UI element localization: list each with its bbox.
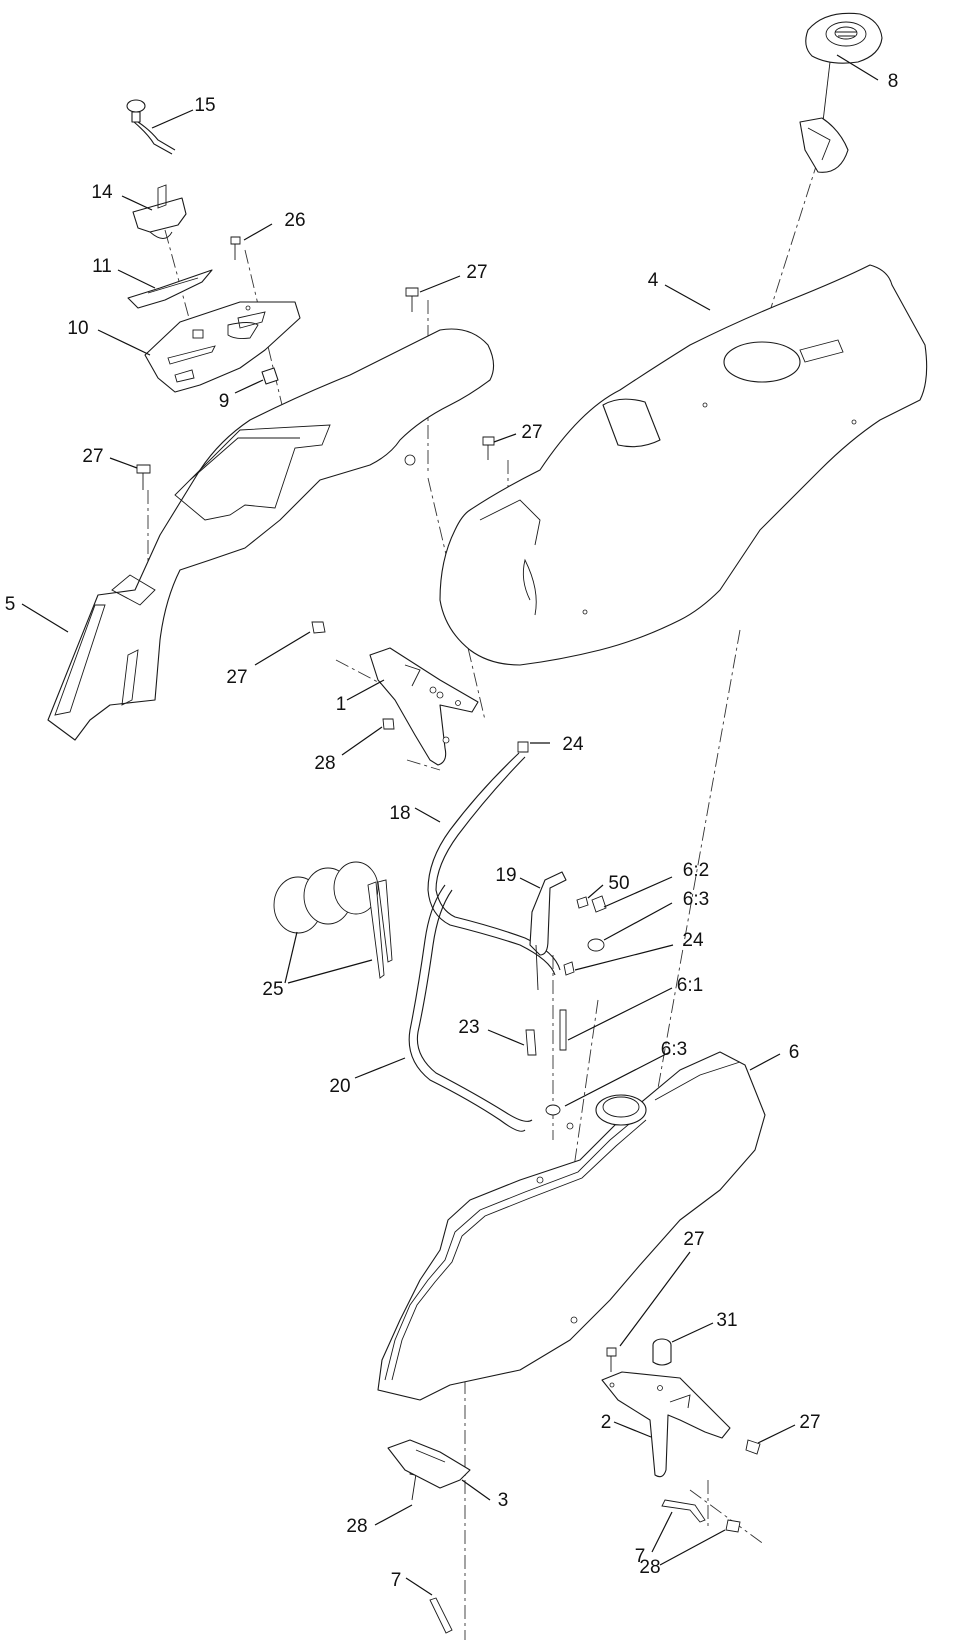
fuel-hoses <box>408 741 561 1132</box>
callout-27-bracket: 27 <box>226 667 247 688</box>
callout-27-right: 27 <box>799 1412 820 1433</box>
callout-labels: 8 15 14 26 11 27 4 10 9 27 27 5 27 1 28 … <box>5 71 899 1591</box>
leader-lines <box>21 54 879 1596</box>
callout-19: 19 <box>495 865 516 886</box>
spring-clips-7 <box>429 1499 706 1634</box>
control-plate-assembly <box>126 99 301 393</box>
callout-6: 6 <box>789 1042 800 1063</box>
screws-27 <box>136 287 761 1533</box>
lower-fuel-tank <box>377 1051 766 1401</box>
callout-25: 25 <box>262 979 283 1000</box>
callout-1: 1 <box>336 694 347 715</box>
callout-27-mid: 27 <box>521 422 542 443</box>
callout-5: 5 <box>5 594 16 615</box>
callout-6-3-upper: 6:3 <box>683 889 709 910</box>
callout-2: 2 <box>601 1412 612 1433</box>
callout-31: 31 <box>716 1310 737 1331</box>
callout-10: 10 <box>67 318 88 339</box>
callout-24-lower: 24 <box>682 930 704 951</box>
center-line-tank-to-lower-tank <box>654 629 741 1106</box>
center-line-cap-tank <box>747 159 819 381</box>
upper-tank-shell <box>439 264 928 666</box>
callout-6-2: 6:2 <box>683 860 709 881</box>
callout-28-lower-left: 28 <box>346 1516 367 1537</box>
callout-28-lower-right: 28 <box>639 1557 660 1578</box>
lower-bracket-2 <box>601 1338 731 1478</box>
callout-6-1: 6:1 <box>677 975 703 996</box>
fender-panel <box>47 328 495 741</box>
callout-23: 23 <box>458 1017 479 1038</box>
center-line-screw-28-lower <box>689 1489 766 1546</box>
callout-15: 15 <box>194 95 215 116</box>
callout-14: 14 <box>91 182 113 203</box>
fittings-group <box>525 871 607 1116</box>
callout-7-right: 7 <box>635 1546 646 1567</box>
callout-4: 4 <box>648 270 659 291</box>
clamps-and-ties <box>273 861 393 979</box>
callout-11: 11 <box>92 256 112 277</box>
callout-26: 26 <box>284 210 305 231</box>
callout-18: 18 <box>389 803 410 824</box>
callout-24-upper: 24 <box>562 734 584 755</box>
callout-9: 9 <box>219 391 230 412</box>
clip-9 <box>261 367 279 385</box>
callout-50: 50 <box>608 873 629 894</box>
callout-20: 20 <box>329 1076 350 1097</box>
callout-3: 3 <box>498 1490 509 1511</box>
lower-bracket-3 <box>387 1439 471 1489</box>
callout-6-3-lower: 6:3 <box>661 1039 687 1060</box>
center-line-bracket-1 <box>427 477 486 721</box>
callout-8: 8 <box>888 71 899 92</box>
callout-7-left: 7 <box>391 1570 402 1591</box>
center-line-screw-28 <box>406 759 441 771</box>
callout-28-upper: 28 <box>314 753 335 774</box>
callout-27-top: 27 <box>466 262 487 283</box>
fuel-cap <box>799 12 883 173</box>
mounting-bracket-1 <box>369 647 479 766</box>
callout-27-left: 27 <box>82 446 103 467</box>
callout-27-lower: 27 <box>683 1229 704 1250</box>
